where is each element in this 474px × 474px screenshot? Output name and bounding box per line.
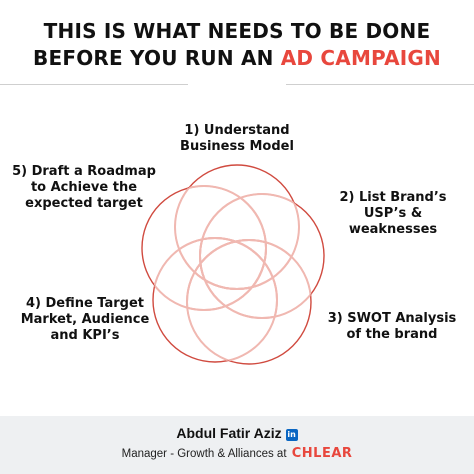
step-1-label: 1) Understand Business Model [180,123,294,154]
title-prefix: BEFORE YOU RUN AN [33,46,274,70]
step-2-label: 2) List Brand’s USP’s & weaknesses [339,190,447,237]
inner-arc-1-in-5 [174,186,266,290]
step-4-label: 4) Define Target Market, Audience and KP… [20,296,150,343]
step-3-label: 3) SWOT Analysis of the brand [327,311,457,342]
linkedin-icon[interactable]: in [285,429,298,441]
brand-logo: CHLEAR [291,446,353,461]
title-line-1: THIS IS WHAT NEEDS TO BE DONE [43,19,431,43]
author-role: Manager - Growth & Alliances at [121,448,287,460]
step-5-label: 5) Draft a Roadmap to Achieve the expect… [12,164,156,211]
inner-arc-3-in-5 [186,239,266,310]
divider-left [0,84,188,85]
role-line: Manager - Growth & Alliances at CHLEAR [0,446,474,461]
title-line-2: BEFORE YOU RUN AN AD CAMPAIGN [0,45,474,72]
title-accent: AD CAMPAIGN [280,46,441,70]
divider-right [286,84,474,85]
author-name: Abdul Fatir Aziz [176,425,282,441]
page-title: THIS IS WHAT NEEDS TO BE DONE BEFORE YOU… [0,18,474,72]
